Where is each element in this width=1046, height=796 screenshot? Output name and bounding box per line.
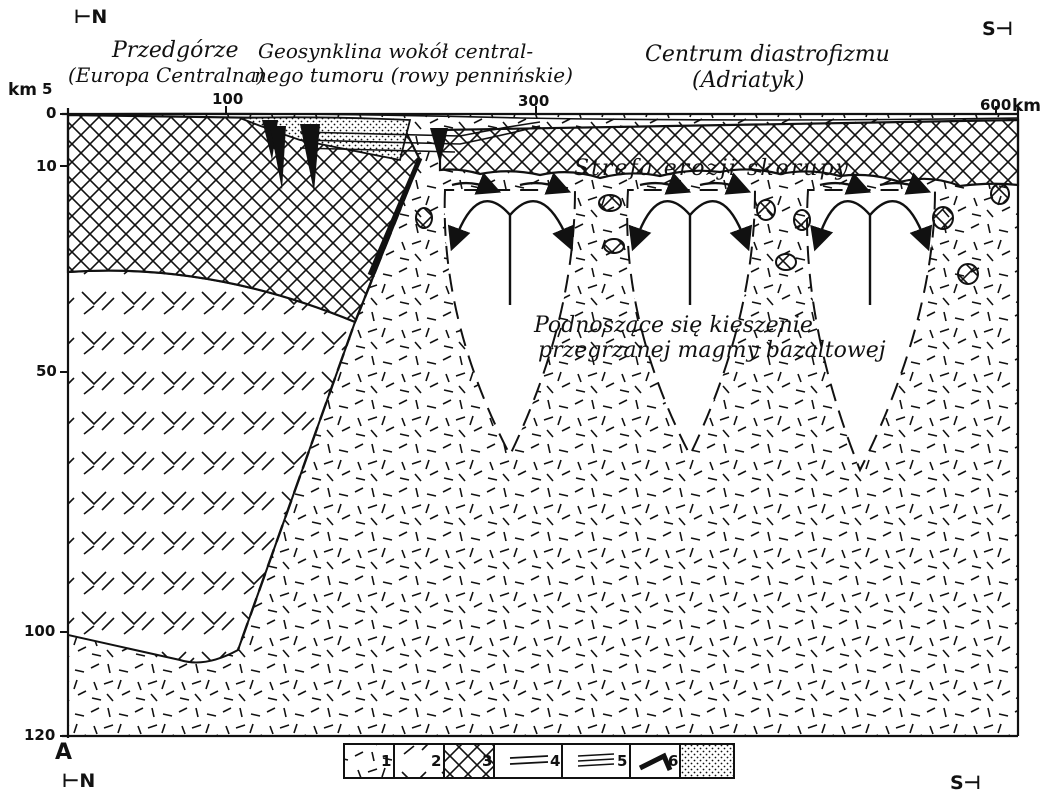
south-marker-bottom: S⊣ [950,772,981,794]
foreland-label-line2: (Europa Centralna) [68,64,265,86]
geosyncline-label-line2: nego tumoru (rowy pennińskie) [254,64,573,86]
rising-pockets-label-line2: przegrzanej magmy bazaltowej [538,340,886,362]
depth-tick-5: 5 [42,80,52,98]
distance-tick-marks [226,106,996,114]
depth-unit-label: km [8,80,37,100]
foreland-label-line1: Przedgórze [112,40,238,62]
distance-unit-label: km [1012,96,1041,116]
rising-pockets-label-line1: Podnoszące się kieszenie [534,315,813,337]
legend-swatch-7 [680,744,734,778]
distance-tick-600: 600 [980,96,1011,114]
depth-tick-100: 100 [24,622,55,640]
south-marker-top: S⊣ [982,18,1013,40]
center-label-line1: Centrum diastrofizmu [645,44,890,66]
legend-label-2: 2 [431,752,441,770]
legend-label-6: 6 [668,752,678,770]
north-marker-top: ⊢N [74,6,107,28]
panel-letter: A [55,740,72,765]
legend-label-4: 4 [550,752,560,770]
north-marker-bottom: ⊢N [62,770,95,792]
legend-label-3: 3 [482,752,492,770]
depth-tick-120: 120 [24,726,55,744]
depth-tick-50: 50 [36,362,57,380]
legend-label-1: 1 [381,752,391,770]
erosion-zone-label: Strefa erozji skorupy [574,158,850,180]
depth-tick-marks [60,114,68,736]
center-label-line2: (Adriatyk) [692,70,804,92]
distance-tick-100: 100 [212,90,243,108]
distance-tick-300: 300 [518,92,549,110]
depth-tick-0: 0 [46,104,56,122]
geosyncline-label-line1: Geosynklina wokół central- [258,40,533,62]
depth-tick-10: 10 [36,157,57,175]
legend-label-5: 5 [617,752,627,770]
